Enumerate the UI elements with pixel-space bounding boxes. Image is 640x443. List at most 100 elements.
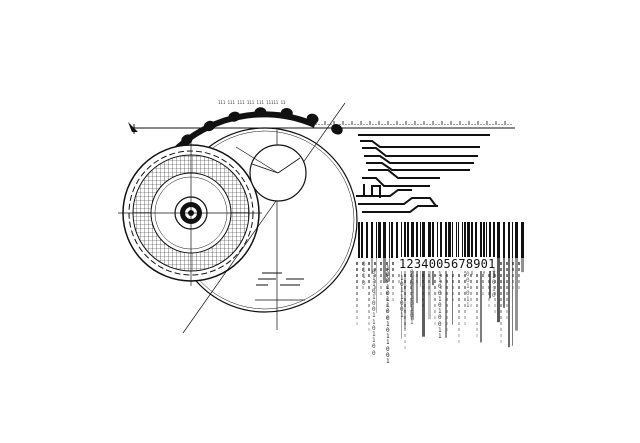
barcode-bar [428, 222, 431, 258]
binary-dot [518, 274, 520, 277]
barcode-number: 1234005678901 [398, 257, 497, 271]
binary-dot [482, 286, 484, 289]
barcode-bar [448, 222, 451, 258]
barcode-bar [489, 222, 491, 258]
binary-dot [446, 310, 448, 313]
binary-dot [410, 304, 412, 307]
binary-dot [362, 280, 364, 283]
binary-dot [386, 286, 388, 289]
binary-dot [446, 280, 448, 283]
binary-dot [404, 340, 406, 343]
binary-dot [500, 322, 502, 325]
binary-column: 1 1 0 0 1 0 1 0 0 1 1 [438, 271, 442, 341]
barcode-drip [376, 258, 377, 313]
binary-dot [494, 298, 496, 301]
binary-dot [386, 304, 388, 307]
binary-dot [506, 274, 508, 277]
binary-dot [362, 286, 364, 289]
binary-dot [464, 316, 466, 319]
binary-dot [356, 280, 358, 283]
binary-dot [428, 286, 430, 289]
binary-dot [506, 280, 508, 283]
binary-dot [440, 280, 442, 283]
binary-dot [470, 274, 472, 277]
binary-dot [458, 316, 460, 319]
binary-dot [434, 298, 436, 301]
binary-dot [386, 298, 388, 301]
binary-dot [434, 304, 436, 307]
barcode-bar [467, 222, 470, 258]
binary-dot [452, 280, 454, 283]
binary-dot [404, 334, 406, 337]
barcode-bar [389, 222, 390, 258]
binary-dot [458, 322, 460, 325]
binary-dot [374, 274, 376, 277]
binary-dot [380, 262, 382, 265]
barcode-bar [401, 222, 402, 258]
barcode-bar [521, 222, 524, 258]
binary-dot [512, 280, 514, 283]
barcode-drip [411, 258, 414, 320]
binary-column: 0 1 0 1 1 0 1 0 1 [410, 269, 414, 326]
binary-dot [458, 340, 460, 343]
binary-column: 0 1 1 0 1 0 0 1 1 0 1 1 0 0 [372, 269, 376, 357]
binary-dot [428, 280, 430, 283]
binary-dot [356, 322, 358, 325]
binary-dot [410, 286, 412, 289]
binary-dot [434, 280, 436, 283]
binary-dot [404, 304, 406, 307]
binary-dot [374, 292, 376, 295]
barcode-drip [515, 258, 518, 331]
binary-dot [500, 262, 502, 265]
binary-column: 0 0 1 0 1 1 [466, 271, 470, 310]
binary-dot [446, 292, 448, 295]
barcode-bar [391, 222, 393, 258]
binary-dot [368, 304, 370, 307]
binary-dot [464, 292, 466, 295]
binary-dot [470, 298, 472, 301]
binary-dot [500, 328, 502, 331]
binary-dot [506, 286, 508, 289]
binary-dot [356, 292, 358, 295]
binary-dot [470, 286, 472, 289]
binary-dot [506, 268, 508, 271]
binary-dot [422, 292, 424, 295]
binary-dot [464, 322, 466, 325]
binary-dot [518, 262, 520, 265]
binary-dot [392, 268, 394, 271]
barcode-bar [475, 222, 477, 258]
binary-dot [356, 304, 358, 307]
binary-dot [464, 304, 466, 307]
barcode-drip [432, 258, 434, 286]
binary-dot [488, 286, 490, 289]
binary-dot [398, 280, 400, 283]
barcode-bar [376, 222, 377, 258]
binary-dot [446, 316, 448, 319]
binary-dot [368, 286, 370, 289]
binary-dot [464, 298, 466, 301]
binary-column: 1 0 0 1 0 1 1 0 0 1 0 1 1 0 0 1 [386, 265, 390, 366]
binary-dot [392, 286, 394, 289]
binary-dot [374, 268, 376, 271]
barcode [358, 222, 524, 348]
binary-dot [368, 316, 370, 319]
binary-dot [458, 328, 460, 331]
circuit-traces [356, 134, 490, 213]
binary-dot [404, 292, 406, 295]
barcode-drip [452, 258, 453, 325]
barcode-bar [480, 222, 482, 258]
binary-dot [452, 298, 454, 301]
binary-column: 1 0 1 1 0 0 1 [400, 275, 404, 320]
binary-dot [434, 316, 436, 319]
binary-dot [446, 286, 448, 289]
binary-dot [380, 286, 382, 289]
barcode-bar [416, 222, 418, 258]
barcode-drip [420, 258, 421, 287]
binary-dot [488, 298, 490, 301]
binary-dot [368, 268, 370, 271]
binary-dot [374, 286, 376, 289]
barcode-bar [512, 222, 513, 258]
binary-dot [368, 274, 370, 277]
binary-dot [500, 268, 502, 271]
binary-dot [410, 280, 412, 283]
